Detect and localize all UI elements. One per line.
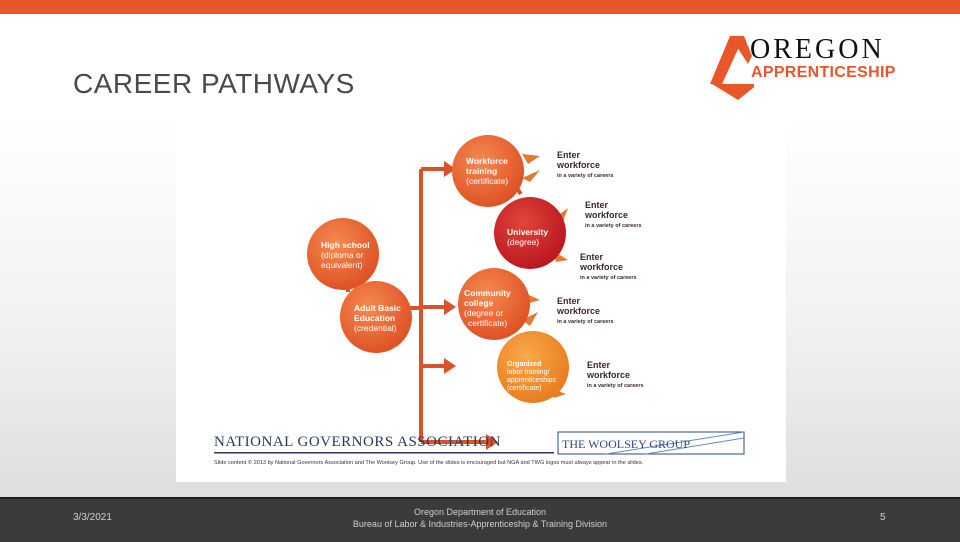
nga-logo-text: NATIONAL GOVERNORS ASSOCIATION	[214, 434, 501, 450]
enter-workforce-labels: Enter workforce in a variety of careers …	[556, 150, 644, 389]
nga-underline	[214, 452, 554, 454]
career-pathways-figure: High school (diploma or equivalent) Adul…	[176, 124, 786, 482]
enter-4-line1: Enter	[557, 296, 581, 306]
adult-basic-education-node	[340, 281, 412, 353]
logo-apprenticeship-text: APPRENTICESHIP	[751, 64, 896, 81]
footer-line1: Oregon Department of Education	[413, 507, 547, 517]
enter-label-1: Enter workforce in a variety of careers	[556, 150, 614, 179]
enter-1-line2: workforce	[556, 160, 600, 170]
enter-2-line2: workforce	[584, 210, 628, 220]
enter-1-line1: Enter	[557, 150, 581, 160]
abe-line3: (credential)	[354, 323, 397, 333]
slide-title: CAREER PATHWAYS	[73, 68, 355, 99]
footer-line2: Bureau of Labor & Industries-Apprentices…	[352, 519, 608, 529]
high-school-node	[307, 218, 379, 290]
enter-label-4: Enter workforce in a variety of careers	[556, 296, 614, 325]
uni-line2: (degree)	[507, 237, 539, 247]
woolsey-text: THE WOOLSEY GROUP	[562, 437, 690, 451]
cc-line1: Community	[464, 288, 511, 298]
enter-label-2: Enter workforce in a variety of careers	[584, 200, 642, 229]
hs-line2: (diploma or	[321, 250, 364, 260]
organized-labor-node	[497, 331, 569, 403]
top-accent-bar	[0, 0, 960, 14]
footer-organization: Oregon Department of Education Bureau of…	[330, 506, 630, 530]
hs-line3: equivalent)	[321, 260, 363, 270]
wt-line1: Workforce	[466, 156, 508, 166]
slide-footer: 3/3/2021 Oregon Department of Education …	[0, 497, 960, 542]
enter-4-line3: in a variety of careers	[557, 319, 614, 325]
wt-line3: (certificate)	[466, 176, 508, 186]
enter-5-line2: workforce	[586, 370, 630, 380]
uni-line1: University	[507, 227, 548, 237]
workforce-training-node	[452, 135, 524, 207]
enter-1-line3: in a variety of careers	[557, 173, 614, 179]
enter-label-3: Enter workforce in a variety of careers	[579, 252, 637, 281]
hs-line1: High school	[321, 240, 370, 250]
ol-line3: apprenticeships	[507, 377, 557, 384]
cc-line2: college	[464, 298, 494, 308]
enter-3-line2: workforce	[579, 262, 623, 272]
oregon-apprenticeship-logo: OREGON APPRENTICESHIP	[708, 34, 898, 102]
abe-line2: Education	[354, 313, 395, 323]
abe-line1: Adult Basic	[354, 303, 401, 313]
logo-mark-icon	[710, 36, 754, 100]
footer-date: 3/3/2021	[73, 512, 112, 523]
enter-5-line1: Enter	[587, 360, 611, 370]
enter-3-line1: Enter	[580, 252, 604, 262]
slide-number: 5	[880, 512, 886, 523]
ol-line2: labor training/	[507, 369, 549, 376]
connector-arrowheads	[444, 161, 498, 450]
wt-line2: training	[466, 166, 497, 176]
enter-4-line2: workforce	[556, 306, 600, 316]
copyright-credit: Slide content © 2013 by National Governo…	[214, 459, 644, 466]
ol-line4: (certificate)	[507, 385, 542, 392]
ol-line1: Organized	[507, 361, 541, 368]
community-college-node	[458, 268, 530, 340]
enter-2-line1: Enter	[585, 200, 609, 210]
cc-line4: certificate)	[468, 318, 507, 328]
university-node	[494, 197, 566, 269]
enter-2-line3: in a variety of careers	[585, 223, 642, 229]
logo-oregon-text: OREGON	[750, 34, 885, 65]
woolsey-group-logo: THE WOOLSEY GROUP	[557, 431, 745, 455]
cc-line3: (degree or	[464, 308, 503, 318]
enter-5-line3: in a variety of careers	[587, 383, 644, 389]
enter-label-5: Enter workforce in a variety of careers	[586, 360, 644, 389]
enter-3-line3: in a variety of careers	[580, 275, 637, 281]
